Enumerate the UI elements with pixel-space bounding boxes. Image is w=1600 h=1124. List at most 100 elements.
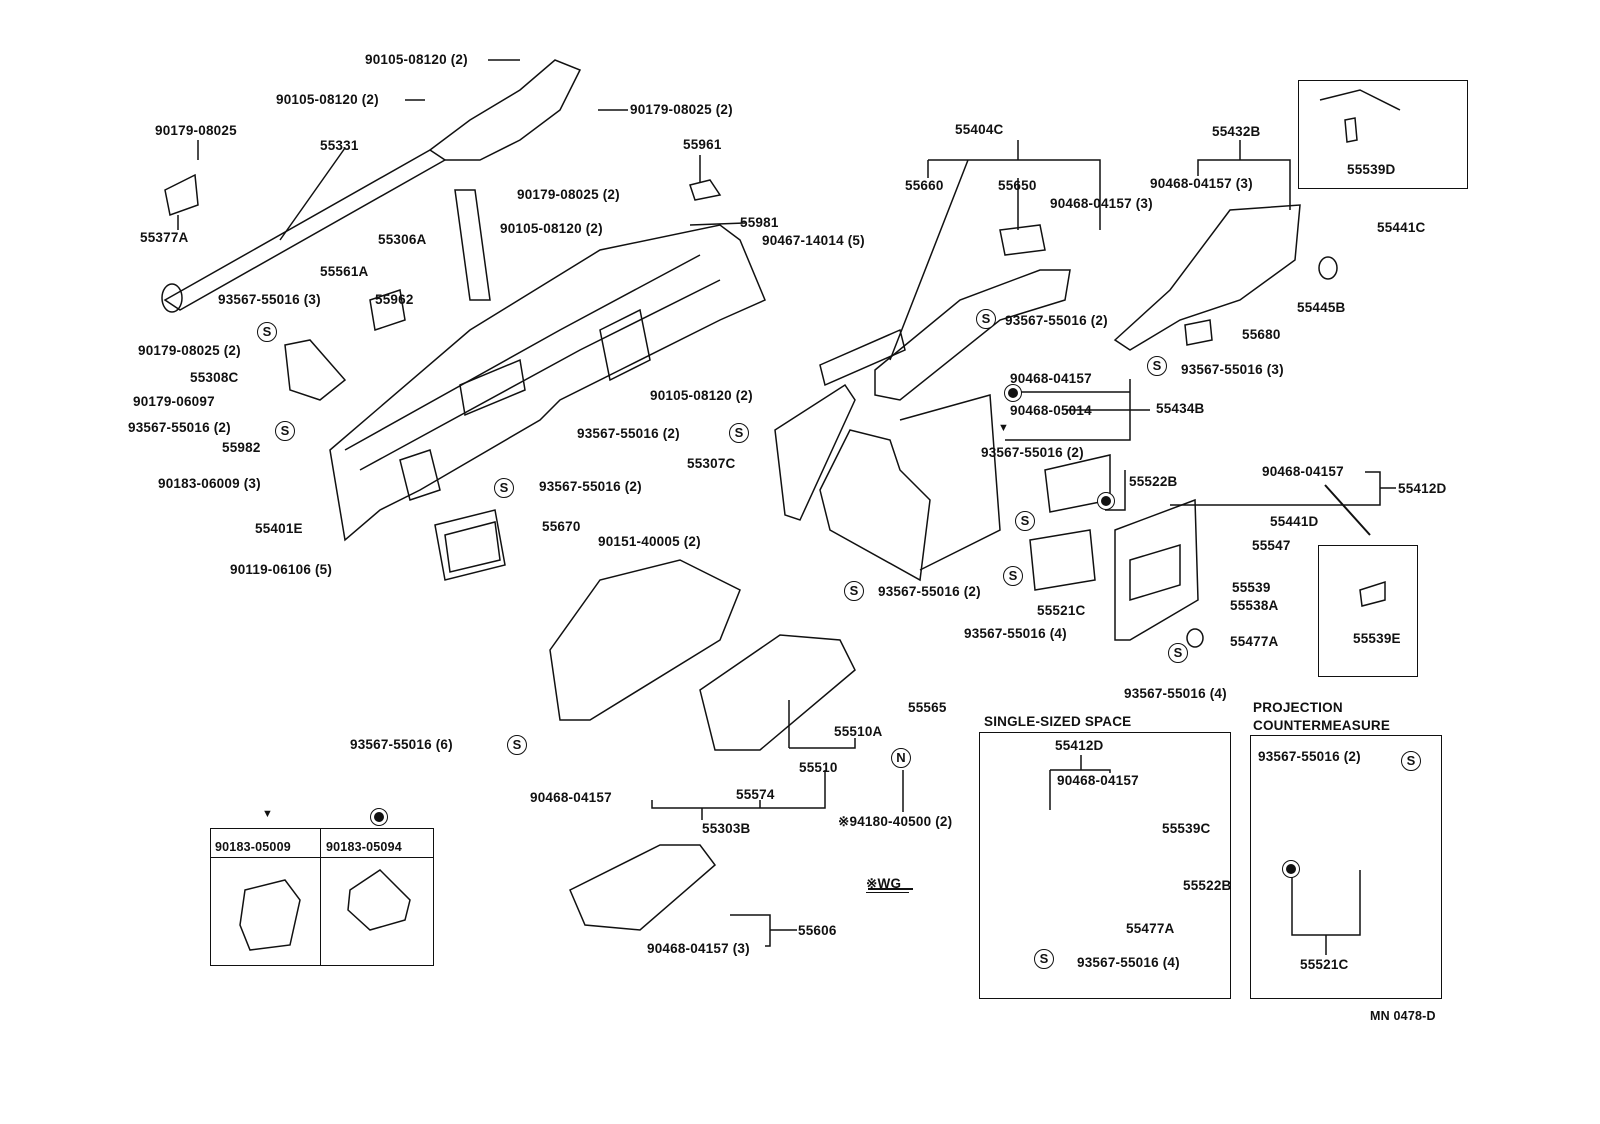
part-label: 55539C [1162,821,1211,836]
part-label: 90105-08120 (2) [276,92,379,107]
instrument-panel-drawing [329,224,766,542]
filled-dot-marker [1004,384,1022,402]
part-label: ※94180-40500 (2) [838,814,953,829]
s-symbol: S [1034,949,1054,969]
part-label: 55307C [687,456,736,471]
part-label: 55982 [222,440,261,455]
projection-countermeasure-box [1250,735,1442,999]
triangle-marker: ▼ [262,808,274,820]
part-label: 55522B [1183,878,1232,893]
part-label: 55434B [1156,401,1205,416]
part-label: 55521C [1300,957,1349,972]
part-label: 55522B [1129,474,1178,489]
part-label: 93567-55016 (6) [350,737,453,752]
part-label: 90183-06009 (3) [158,476,261,491]
part-label: 55521C [1037,603,1086,618]
s-symbol: S [257,322,277,342]
s-symbol: S [507,735,527,755]
part-label: 90468-05014 [1010,403,1092,418]
part-label: 90468-04157 [530,790,612,805]
inset-55539e [1318,545,1418,677]
part-label: 55961 [683,137,722,152]
part-label: 90467-14014 (5) [762,233,865,248]
s-symbol: S [844,581,864,601]
s-symbol: S [729,423,749,443]
part-label: 90105-08120 (2) [650,388,753,403]
part-label: 93567-55016 (4) [964,626,1067,641]
part-label: 90468-04157 (3) [1050,196,1153,211]
part-label: 90468-04157 [1010,371,1092,386]
s-symbol: S [1401,751,1421,771]
diagram-code: MN 0478-D [1370,1009,1436,1023]
part-label: 90179-08025 (2) [138,343,241,358]
s-symbol: S [1168,643,1188,663]
part-label: 55432B [1212,124,1261,139]
part-label: 55539E [1353,631,1401,646]
single-sized-space-box [979,732,1231,999]
part-label: 90468-04157 (3) [1150,176,1253,191]
part-label: 55401E [255,521,303,536]
part-label: 90105-08120 (2) [500,221,603,236]
part-label: 55441D [1270,514,1319,529]
part-label: 93567-55016 (2) [1258,749,1361,764]
part-label: 55962 [375,292,414,307]
part-label: 55303B [702,821,751,836]
part-label: 55539 [1232,580,1271,595]
part-label: 55538A [1230,598,1279,613]
part-label: 90119-06106 (5) [230,562,333,577]
box-title-countermeasure: COUNTERMEASURE [1253,718,1391,733]
part-label: 55539D [1347,162,1396,177]
filled-dot-marker [1282,860,1300,878]
part-label: 55441C [1377,220,1426,235]
part-label: 55606 [798,923,837,938]
part-label: 55412D [1398,481,1447,496]
part-label: 90468-04157 [1057,773,1139,788]
s-symbol: S [976,309,996,329]
part-label: 90179-08025 (2) [630,102,733,117]
s-symbol: S [1003,566,1023,586]
part-label: 55565 [908,700,947,715]
part-label: 93567-55016 (2) [577,426,680,441]
part-label: 93567-55016 (2) [1005,313,1108,328]
part-label: 55680 [1242,327,1281,342]
part-label: 55477A [1126,921,1175,936]
s-symbol: S [275,421,295,441]
part-label: 93567-55016 (2) [128,420,231,435]
box-title-single-sized-space: SINGLE-SIZED SPACE [984,714,1132,729]
part-label: 90468-04157 (3) [647,941,750,956]
part-label: 55308C [190,370,239,385]
clip-table [210,828,434,966]
n-symbol: N [891,748,911,768]
part-label: 55510A [834,724,883,739]
part-label: 93567-55016 (4) [1124,686,1227,701]
clip-table-column-divider [320,829,321,965]
part-label: 90179-06097 [133,394,215,409]
part-label: 93567-55016 (3) [218,292,321,307]
part-label: 55547 [1252,538,1291,553]
s-symbol: S [1015,511,1035,531]
part-label: 93567-55016 (2) [981,445,1084,460]
part-label: 55306A [378,232,427,247]
part-label: 90468-04157 [1262,464,1344,479]
part-label: 55477A [1230,634,1279,649]
part-label: 93567-55016 (3) [1181,362,1284,377]
clip-table-header-divider [211,857,433,858]
inset-55539d [1298,80,1468,189]
part-label: 93567-55016 (2) [878,584,981,599]
part-label: 55510 [799,760,838,775]
clip-table-header: 90183-05009 [215,840,291,854]
part-label: 55561A [320,264,369,279]
s-symbol: S [494,478,514,498]
reinforcement-55331-drawing [161,59,582,313]
part-label: 90179-08025 (2) [517,187,620,202]
part-label: 55574 [736,787,775,802]
part-label: 90105-08120 (2) [365,52,468,67]
part-label: 93567-55016 (2) [539,479,642,494]
s-symbol: S [1147,356,1167,376]
part-label: 55670 [542,519,581,534]
part-label: 55331 [320,138,359,153]
part-label: 90179-08025 [155,123,237,138]
wg-note: ※WG [866,876,910,893]
part-label: 93567-55016 (4) [1077,955,1180,970]
